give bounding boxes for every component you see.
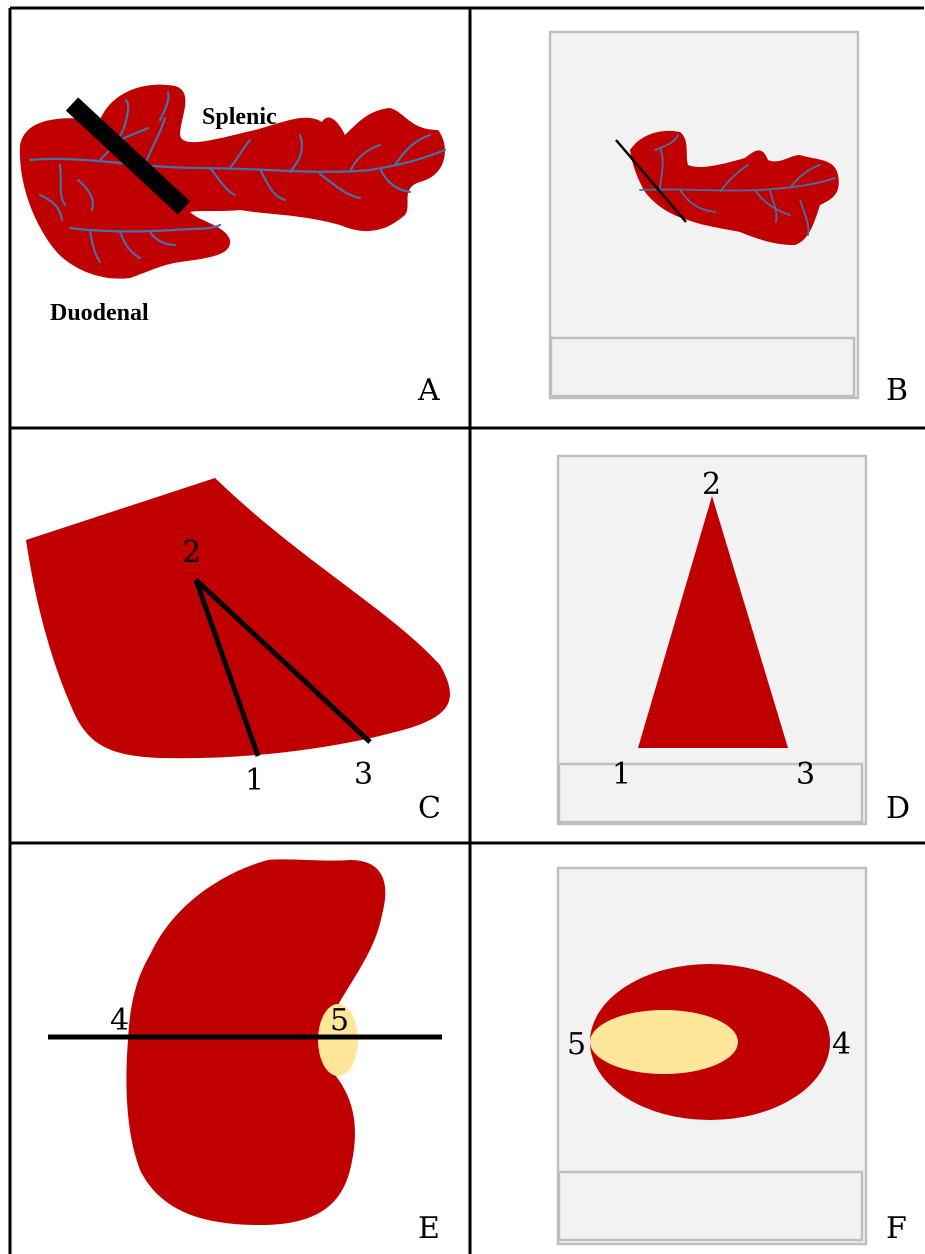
panel-letter-b: B xyxy=(886,373,908,408)
point-label-2: 2 xyxy=(182,535,201,570)
label-splenic: Splenic xyxy=(202,104,277,130)
tumor-cross-section xyxy=(590,1010,738,1074)
point-label-4: 4 xyxy=(110,1003,129,1038)
point-label-2: 2 xyxy=(702,467,721,502)
panel-letter-e: E xyxy=(418,1211,440,1246)
cassette-label-area xyxy=(559,764,862,822)
panel-letter-d: D xyxy=(886,791,910,826)
panel-e: 4 5 E xyxy=(48,859,442,1246)
panel-c: 2 1 3 C xyxy=(26,478,450,826)
cassette-label-area xyxy=(551,338,854,396)
point-label-3: 3 xyxy=(796,757,815,792)
point-label-3: 3 xyxy=(354,757,373,792)
point-label-5: 5 xyxy=(330,1003,349,1038)
point-label-4: 4 xyxy=(832,1027,851,1062)
label-duodenal: Duodenal xyxy=(50,300,149,326)
panel-letter-a: A xyxy=(417,373,440,408)
panel-f: 5 4 F xyxy=(558,868,907,1246)
point-label-1: 1 xyxy=(245,763,264,798)
panel-a: Splenic Duodenal A xyxy=(20,85,445,408)
point-label-5: 5 xyxy=(567,1027,586,1062)
point-label-1: 1 xyxy=(612,757,631,792)
panel-letter-c: C xyxy=(418,791,441,826)
panel-letter-f: F xyxy=(886,1211,907,1246)
panel-d: 2 1 3 D xyxy=(558,456,910,826)
panel-b: B xyxy=(550,32,908,408)
cassette-label-area xyxy=(559,1172,862,1240)
